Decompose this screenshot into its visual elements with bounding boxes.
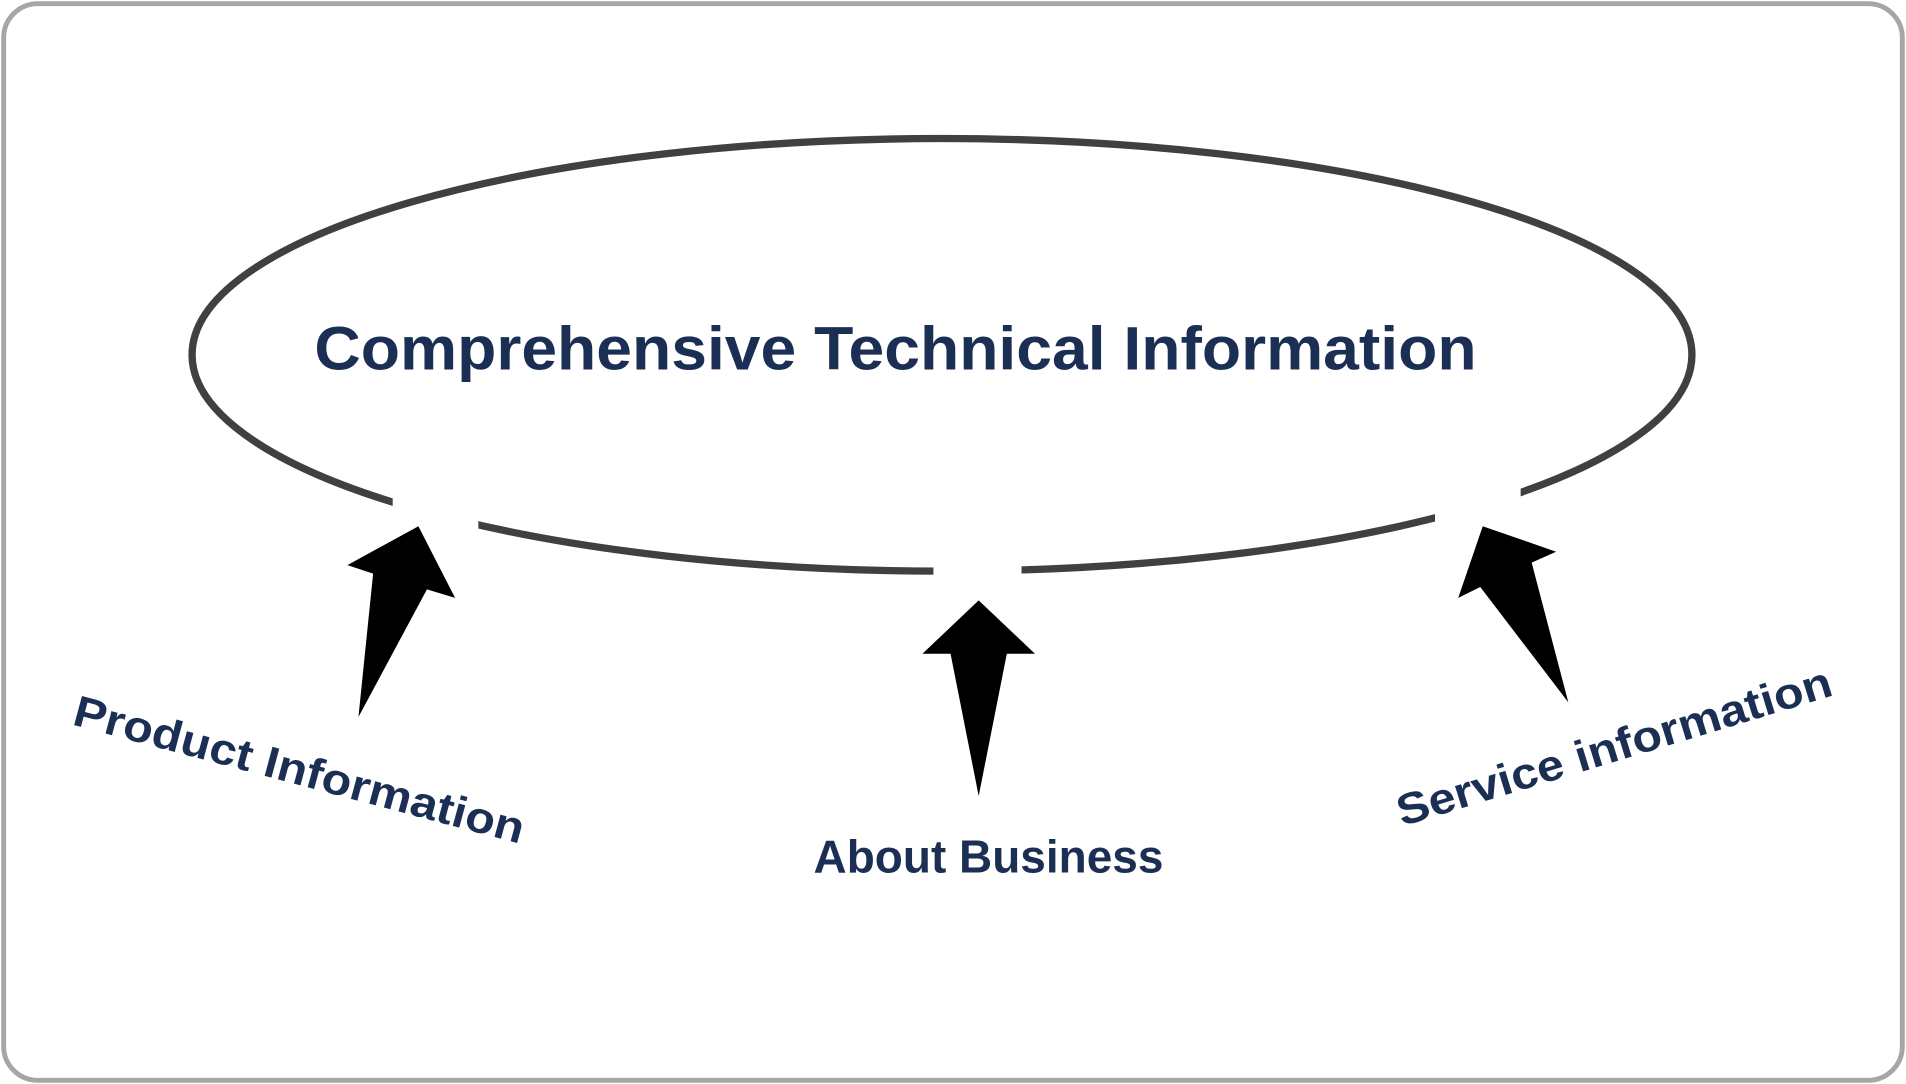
ellipse-gap-right [1435, 480, 1521, 541]
arrow-service [1458, 526, 1569, 703]
arrow-product [347, 526, 456, 717]
label-about-business: About Business [814, 831, 1164, 883]
ellipse-gap-middle [933, 534, 1022, 584]
arrow-business [922, 600, 1035, 796]
central-title: Comprehensive Technical Information [314, 315, 1476, 383]
